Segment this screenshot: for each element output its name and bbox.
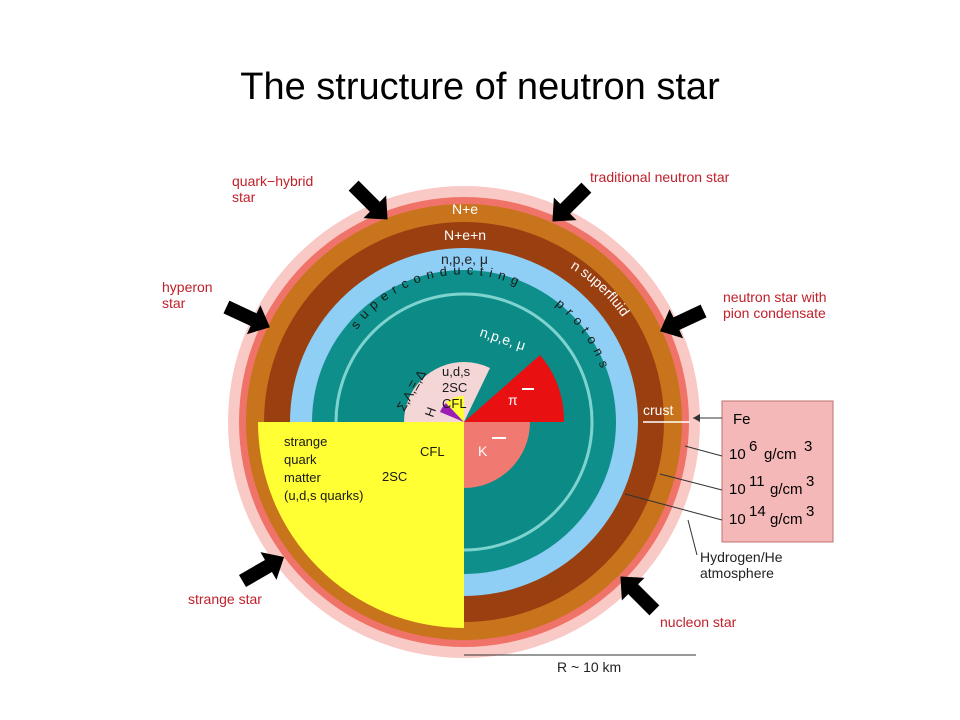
quark-matter-line1: strange: [284, 434, 327, 449]
density-row1-exp: 6: [749, 438, 757, 455]
quark-core-sector: [446, 395, 464, 422]
density-row2-exp: 11: [749, 473, 765, 490]
quark-matter-line2: quark: [284, 452, 317, 467]
label-pion-2: pion condensate: [723, 305, 826, 321]
density-pointer-lines: [464, 417, 723, 656]
uds-sector: [464, 362, 490, 422]
density-row2-pow: 3: [806, 473, 814, 490]
arrow-strange-icon: [238, 552, 285, 588]
label-strange: strange star: [188, 591, 262, 607]
layer-label-nen: N+e+n: [444, 227, 486, 243]
arrow-quark-hybrid-icon: [348, 180, 388, 220]
density-row1-pow: 3: [804, 438, 812, 455]
label-quark-hybrid-2: star: [232, 189, 256, 205]
layer-label-crust: crust: [643, 402, 673, 418]
radius-label: R ~ 10 km: [557, 659, 621, 675]
density-box: [721, 400, 834, 543]
density-row1-unit: g/cm: [764, 446, 797, 463]
density-row3-unit: g/cm: [770, 511, 803, 528]
arrow-hyperon-icon: [223, 300, 270, 335]
quark-matter-line4: (u,d,s quarks): [284, 488, 363, 503]
h-dibaryon-sector: [440, 403, 464, 422]
layer-label-kaon: K: [478, 443, 488, 459]
density-row3-base: 10: [729, 511, 746, 528]
arrow-nucleon-icon: [620, 576, 660, 616]
layer-label-ne: N+e: [452, 201, 478, 217]
kaon-sector: [464, 422, 530, 488]
density-row2-base: 10: [729, 481, 746, 498]
layer-label-npe-outer: n,p,e, μ: [441, 251, 488, 267]
quark-matter-line3: matter: [284, 470, 322, 485]
label-nucleon: nucleon star: [660, 614, 737, 630]
label-hyperon-2: star: [162, 295, 186, 311]
density-row2-unit: g/cm: [770, 481, 803, 498]
page-title: The structure of neutron star: [240, 66, 720, 108]
arrow-pion-icon: [660, 304, 707, 339]
quark-matter-2sc: 2SC: [382, 469, 407, 484]
density-row3-exp: 14: [749, 503, 766, 520]
layer-label-pion: π: [508, 392, 518, 408]
layer-label-cfl-small: CFL: [442, 396, 467, 411]
layer-label-2sc-small: 2SC: [442, 380, 467, 395]
label-hyperon-1: hyperon: [162, 279, 213, 295]
density-fe: Fe: [733, 411, 751, 428]
label-pion-1: neutron star with: [723, 289, 827, 305]
density-row1-base: 10: [729, 446, 746, 463]
density-row3-pow: 3: [806, 503, 814, 520]
label-traditional: traditional neutron star: [590, 169, 730, 185]
strange-quark-matter-quadrant: [258, 422, 464, 628]
atmosphere-label-2: atmosphere: [700, 565, 774, 581]
quark-matter-cfl: CFL: [420, 444, 445, 459]
layer-label-uds: u,d,s: [442, 364, 471, 379]
fe-pointer-arrowhead: [693, 414, 700, 422]
label-quark-hybrid-1: quark−hybrid: [232, 173, 313, 189]
arrow-traditional-icon: [552, 182, 592, 222]
atmosphere-label-1: Hydrogen/He: [700, 549, 783, 565]
pion-sector: [464, 355, 565, 422]
